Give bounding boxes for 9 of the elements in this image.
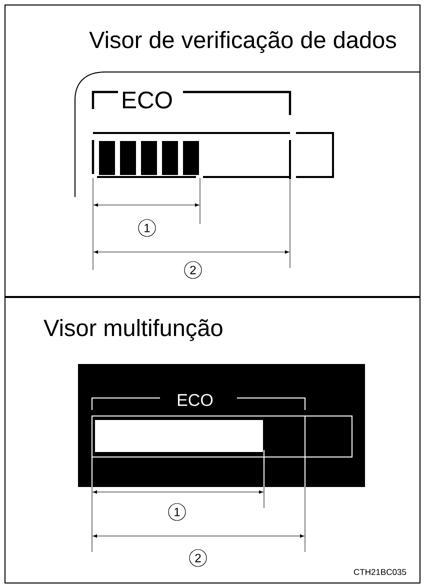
display-label: ECO xyxy=(122,92,172,108)
heading: Visor multifunção xyxy=(44,319,222,341)
callout-number: 1 xyxy=(168,503,186,521)
callout-number: 2 xyxy=(184,261,202,279)
heading: Visor de verificação de dados xyxy=(89,31,396,53)
callout-number: 2 xyxy=(189,549,207,567)
figure-code: CTH21BC035 xyxy=(354,569,406,575)
display-label: ECO xyxy=(178,394,213,406)
callout-number: 1 xyxy=(138,219,156,237)
